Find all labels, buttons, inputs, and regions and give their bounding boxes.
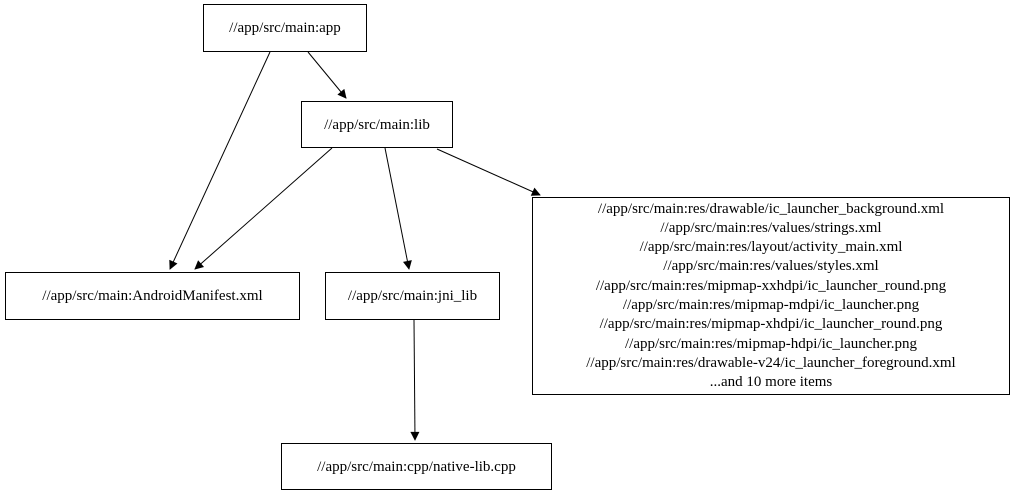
node-lib: //app/src/main:lib <box>301 101 453 148</box>
edge-lib-to-jni-lib <box>384 147 412 270</box>
resource-item: //app/src/main:res/values/styles.xml <box>663 258 879 275</box>
resource-item: //app/src/main:res/mipmap-xhdpi/ic_launc… <box>599 316 943 333</box>
resource-item: //app/src/main:res/drawable/ic_launcher_… <box>597 200 945 217</box>
resource-item: //app/src/main:res/layout/activity_main.… <box>639 239 903 256</box>
edge-lib-to-resources <box>436 148 541 196</box>
resource-item: //app/src/main:res/mipmap-hdpi/ic_launch… <box>624 335 917 352</box>
edge-lib-to-manifest <box>194 147 333 270</box>
resource-item: //app/src/main:res/values/strings.xml <box>660 219 882 236</box>
resource-item: //app/src/main:res/mipmap-xxhdpi/ic_laun… <box>595 277 947 294</box>
edge-app-to-manifest <box>169 51 271 270</box>
node-native-lib-cpp: //app/src/main:cpp/native-lib.cpp <box>281 443 552 490</box>
node-app: //app/src/main:app <box>203 4 367 52</box>
node-jni-lib: //app/src/main:jni_lib <box>325 272 500 320</box>
edge-app-to-lib <box>307 51 347 99</box>
resource-more-items: ...and 10 more items <box>709 374 833 391</box>
node-resources-group: //app/src/main:res/drawable/ic_launcher_… <box>532 197 1010 395</box>
resource-item: //app/src/main:res/drawable-v24/ic_launc… <box>586 354 956 371</box>
node-android-manifest: //app/src/main:AndroidManifest.xml <box>5 272 300 320</box>
edge-jni-lib-to-native-lib <box>410 319 420 441</box>
resource-item: //app/src/main:res/mipmap-mdpi/ic_launch… <box>622 297 920 313</box>
